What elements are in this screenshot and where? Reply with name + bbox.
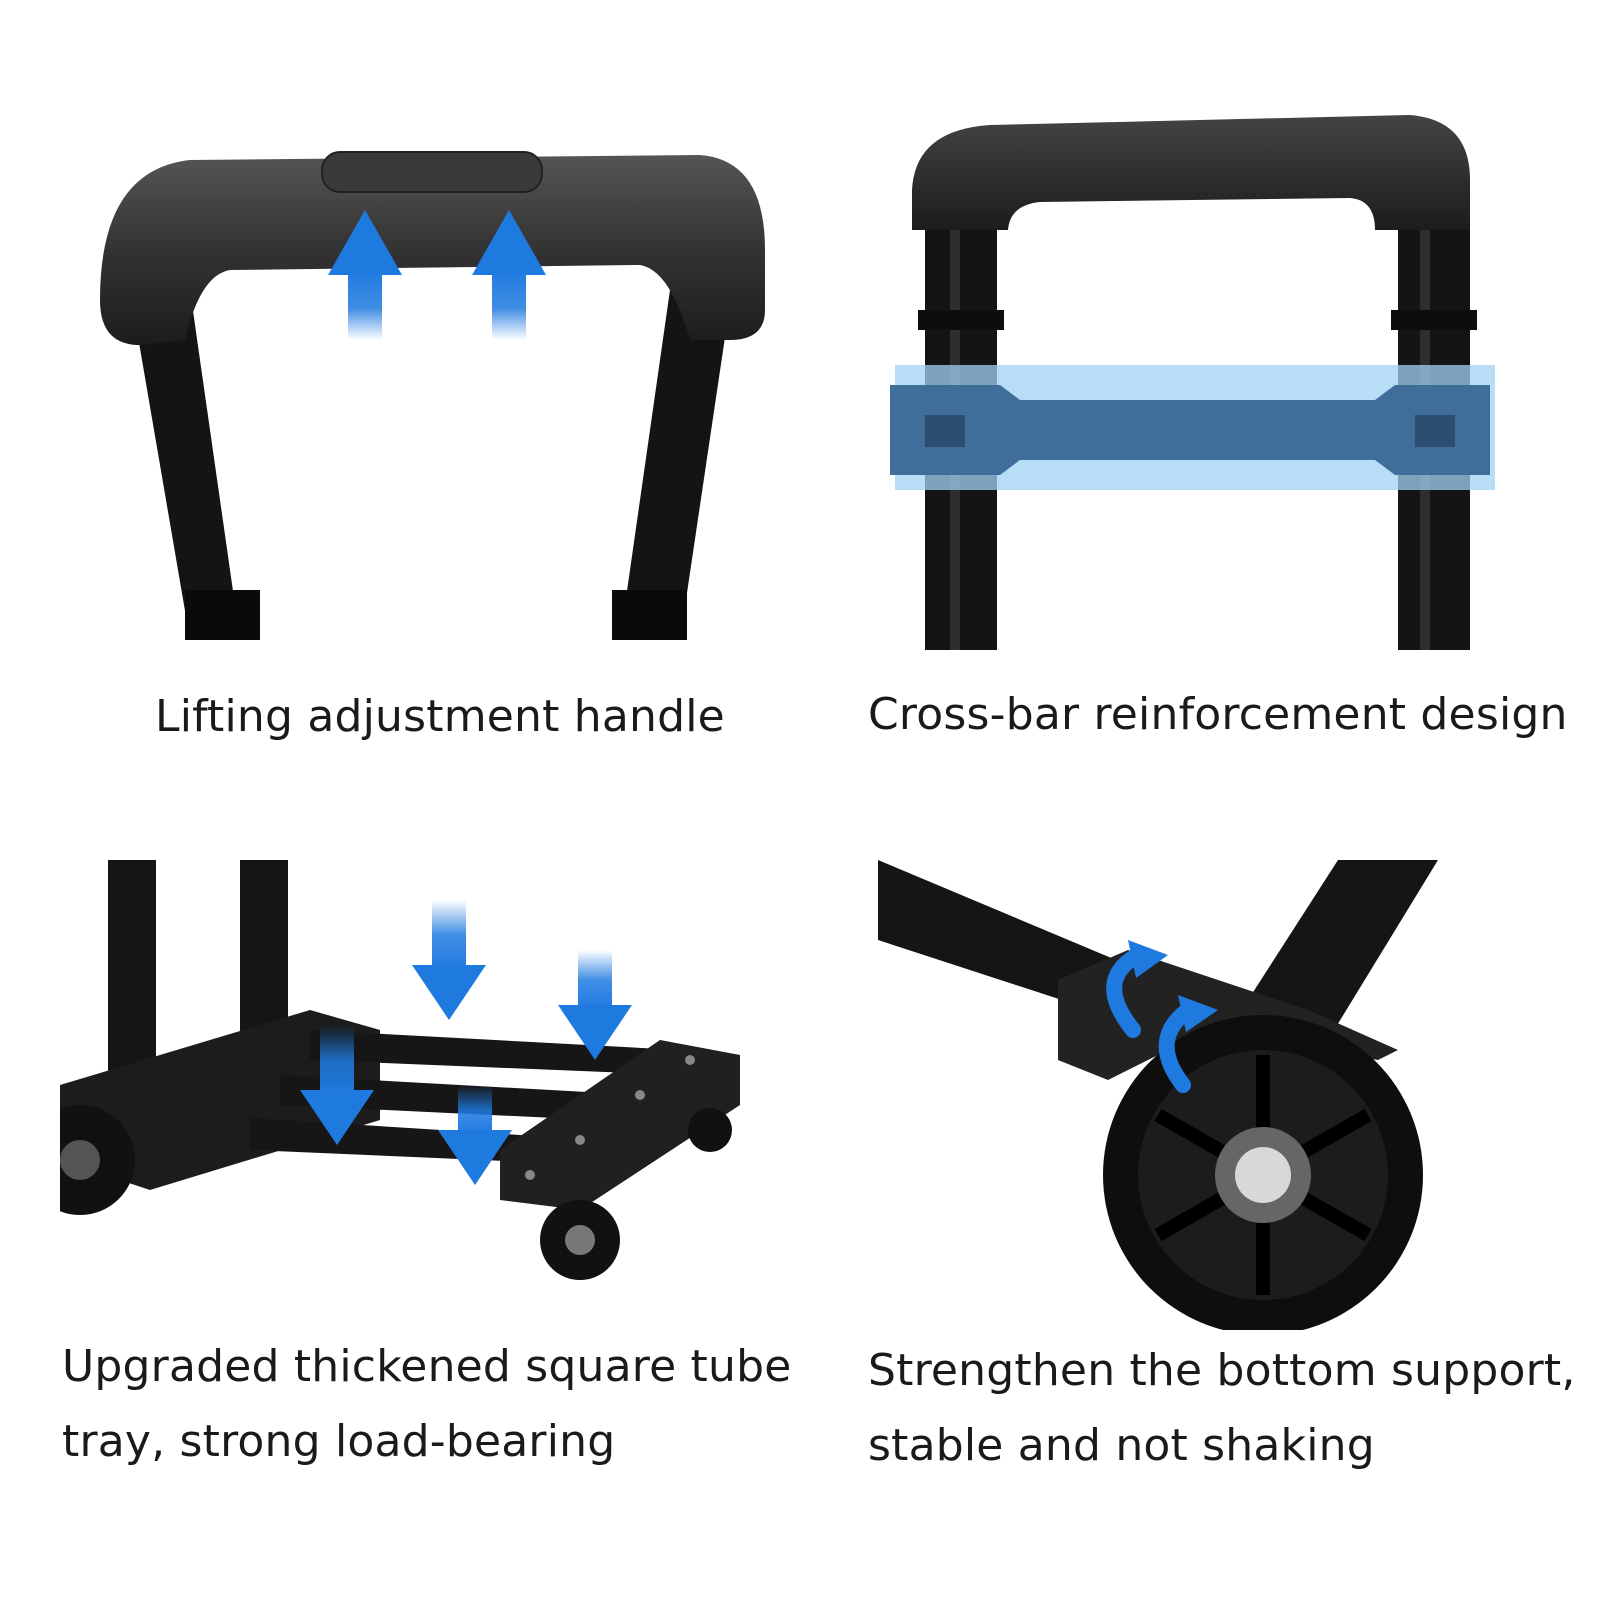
handle-illustration [100,151,765,640]
rotate-arrow-icon [1158,1002,1196,1093]
down-arrow-icon [412,900,486,1020]
feature-caption: Cross-bar reinforcement design [868,686,1568,743]
wheel-illustration [878,860,1438,1330]
rotate-arrow-icon [1106,947,1146,1038]
crossbar-image [880,110,1540,650]
caster-wheel [540,1200,620,1280]
down-arrow-icon [300,1025,374,1145]
crossbar-illustration [890,115,1495,650]
lift-button [321,151,543,193]
tray-front-plate [500,1040,740,1210]
down-arrow-icon [558,950,632,1060]
crossbar [890,385,1490,475]
support-wheel [1103,1015,1423,1330]
feature-caption: Lifting adjustment handle [155,688,725,745]
caption-line: tray, strong load-bearing [62,1416,616,1468]
caster-wheel [60,1105,135,1215]
tray-image [60,860,800,1330]
caption-line: Cross-bar reinforcement design [868,689,1568,740]
top-handle [912,115,1470,230]
down-arrow-icon [438,1085,512,1185]
caption-line: Lifting adjustment handle [155,691,725,742]
handle-image [60,110,800,650]
feature-caption: Upgraded thickened square tube tray, str… [62,1338,791,1470]
up-arrow-icon [328,210,402,340]
frame-bar [1248,860,1438,1040]
right-pole [620,290,732,640]
frame-bar [878,860,1128,1015]
tray-illustration [60,860,740,1280]
caption-line: stable and not shaking [868,1420,1375,1472]
square-tube [310,1030,680,1075]
feature-caption: Strengthen the bottom support, stable an… [868,1342,1576,1474]
caption-line: Strengthen the bottom support, [868,1345,1576,1396]
handle-grip [100,155,765,345]
wheel-image [878,860,1528,1330]
tray-base [60,1010,380,1190]
left-pole [130,290,240,640]
up-arrow-icon [472,210,546,340]
caption-line: Upgraded thickened square tube [62,1341,792,1392]
